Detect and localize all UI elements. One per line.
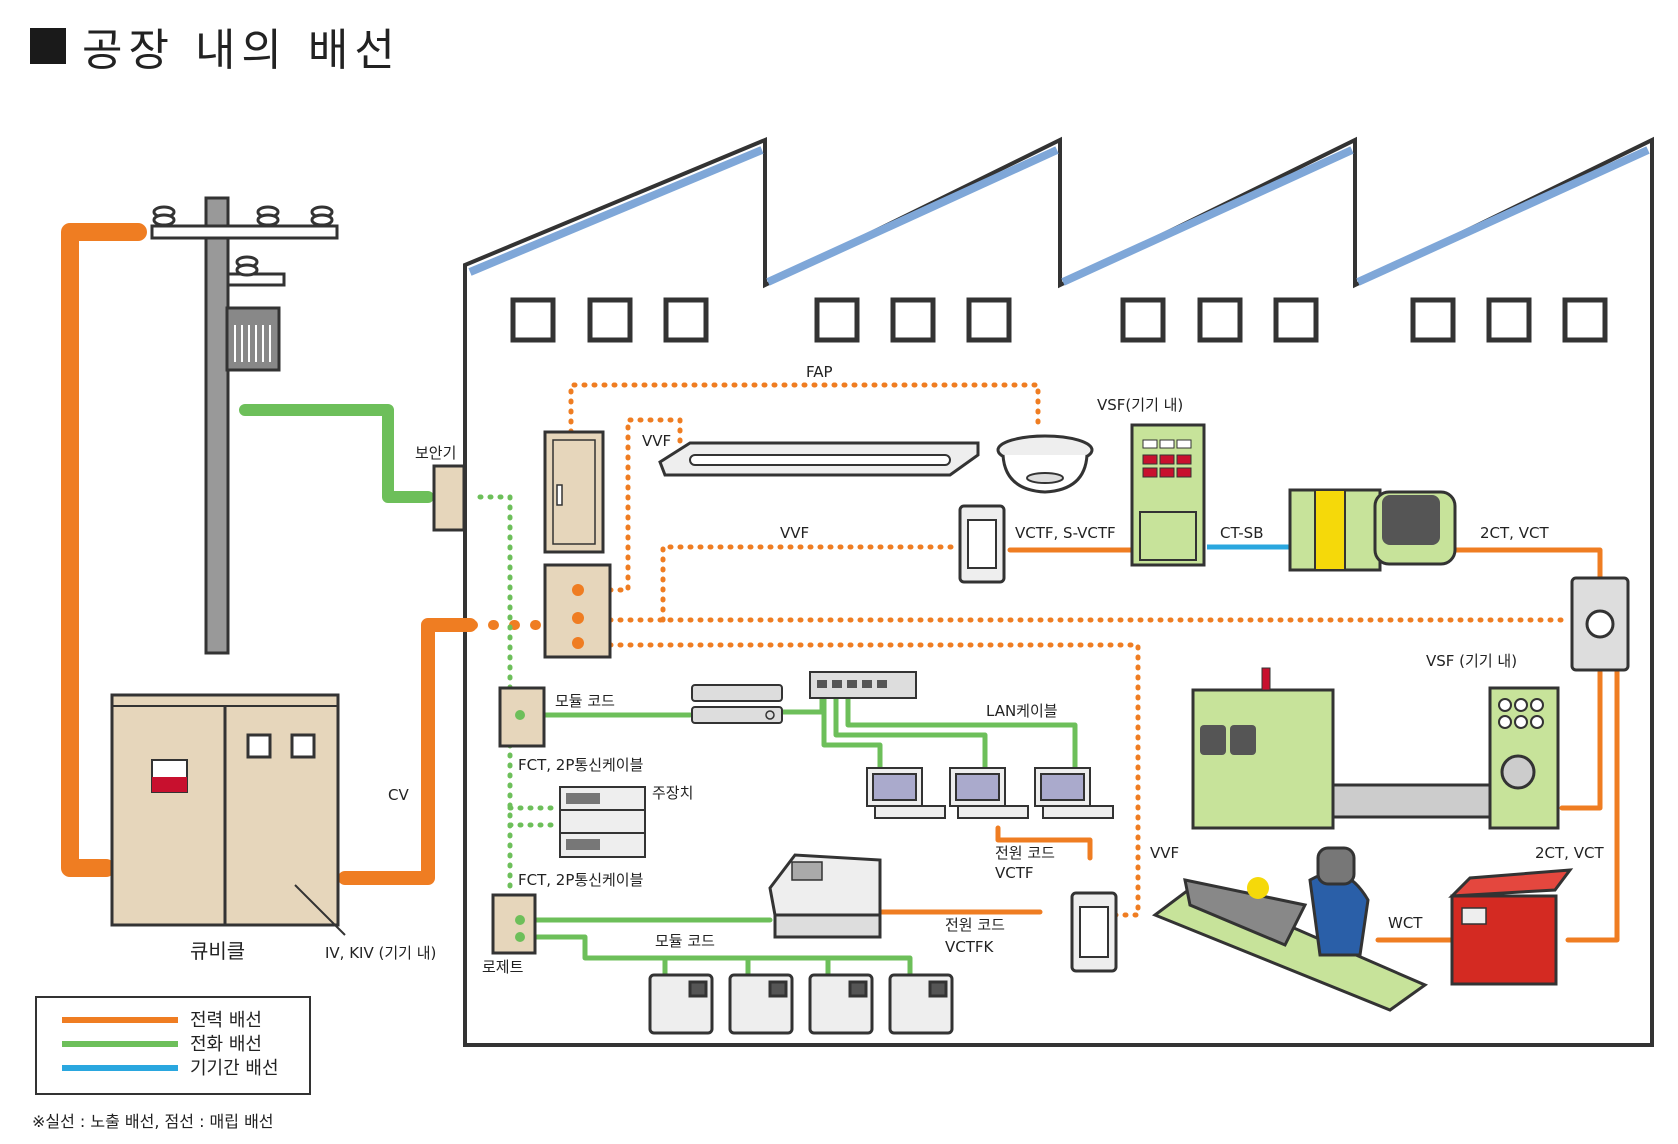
- fax-icon: [768, 853, 882, 939]
- label-power-cord-vctfk-2: VCTFK: [945, 938, 995, 956]
- label-ct-sb: CT-SB: [1220, 524, 1263, 542]
- welding-machine-icon: [1448, 868, 1574, 986]
- label-main-unit: 주장치: [652, 784, 693, 802]
- label-cubicle: 큐비클: [190, 939, 245, 963]
- telephone-icon: [648, 973, 954, 1035]
- pbx-icon: [559, 786, 646, 858]
- label-2ct-vct-top: 2CT, VCT: [1480, 524, 1549, 542]
- page-title-text: 공장 내의 배선: [82, 25, 401, 76]
- label-cv: CV: [388, 786, 409, 804]
- welder-icon: [1151, 846, 1429, 1012]
- label-rosette: 로제트: [482, 958, 524, 976]
- roof-glass: [468, 146, 1650, 286]
- smoke-detector-icon: [996, 434, 1094, 494]
- legend: 전력 배선 전화 배선 기기간 배선: [35, 996, 311, 1095]
- label-power-cord-vctf-2: VCTF: [995, 864, 1034, 882]
- label-modular-cord-bottom: 모듈 코드: [655, 932, 715, 950]
- legend-label-phone: 전화 배선: [190, 1034, 262, 1055]
- power-wiring-solid: [61, 223, 1620, 943]
- control-panel-icon: [1130, 423, 1206, 567]
- outlet-icon: [958, 504, 1630, 973]
- label-modular-cord-top: 모듈 코드: [555, 692, 615, 710]
- label-fct-1: FCT, 2P통신케이블: [518, 756, 643, 774]
- legend-label-power: 전력 배선: [190, 1010, 262, 1031]
- footnote: ※실선 : 노출 배선, 점선 : 매립 배선: [32, 1112, 274, 1131]
- label-vsf-right: VSF (기기 내): [1426, 652, 1517, 670]
- switching-hub-icon: [809, 671, 917, 699]
- label-iv-kiv: IV, KIV (기기 내): [325, 944, 436, 962]
- label-vctf-svctf: VCTF, S-VCTF: [1015, 524, 1116, 542]
- factory-windows: [510, 297, 1608, 343]
- distribution-panel-icon: [543, 430, 612, 659]
- computer-icon: [866, 767, 1114, 819]
- label-fap: FAP: [806, 363, 833, 381]
- label-2ct-vct-bottom: 2CT, VCT: [1535, 844, 1604, 862]
- label-power-cord-vctfk-1: 전원 코드: [945, 916, 1005, 934]
- router-icon: [691, 684, 783, 724]
- rosette-icon: [491, 893, 537, 955]
- factory-building: [463, 136, 1654, 1047]
- phone-wiring-dotted: [477, 494, 563, 898]
- label-vvf-right: VVF: [1150, 844, 1179, 862]
- label-wct: WCT: [1388, 914, 1423, 932]
- label-lan-cable: LAN케이블: [986, 702, 1058, 720]
- title-square-icon: [30, 28, 66, 64]
- legend-label-device: 기기간 배선: [190, 1058, 279, 1079]
- phone-wiring-solid: [239, 404, 1078, 978]
- cubicle-icon: [110, 693, 346, 936]
- protector-box-icon: [432, 464, 466, 532]
- label-power-cord-vctf-1: 전원 코드: [995, 844, 1055, 862]
- label-vvf-top: VVF: [642, 432, 671, 450]
- label-boangi: 보안기: [415, 444, 456, 462]
- label-vvf-mid: VVF: [780, 524, 809, 542]
- production-line-icon: [1191, 667, 1560, 830]
- utility-pole-icon: [150, 196, 339, 655]
- label-fct-2: FCT, 2P통신케이블: [518, 871, 643, 889]
- fluorescent-light-icon: [658, 441, 980, 477]
- page-title: 공장 내의 배선: [30, 14, 401, 78]
- machine-tool-icon: [1288, 488, 1457, 572]
- label-vsf-top: VSF(기기 내): [1097, 396, 1183, 414]
- transformer-icon: [225, 306, 281, 372]
